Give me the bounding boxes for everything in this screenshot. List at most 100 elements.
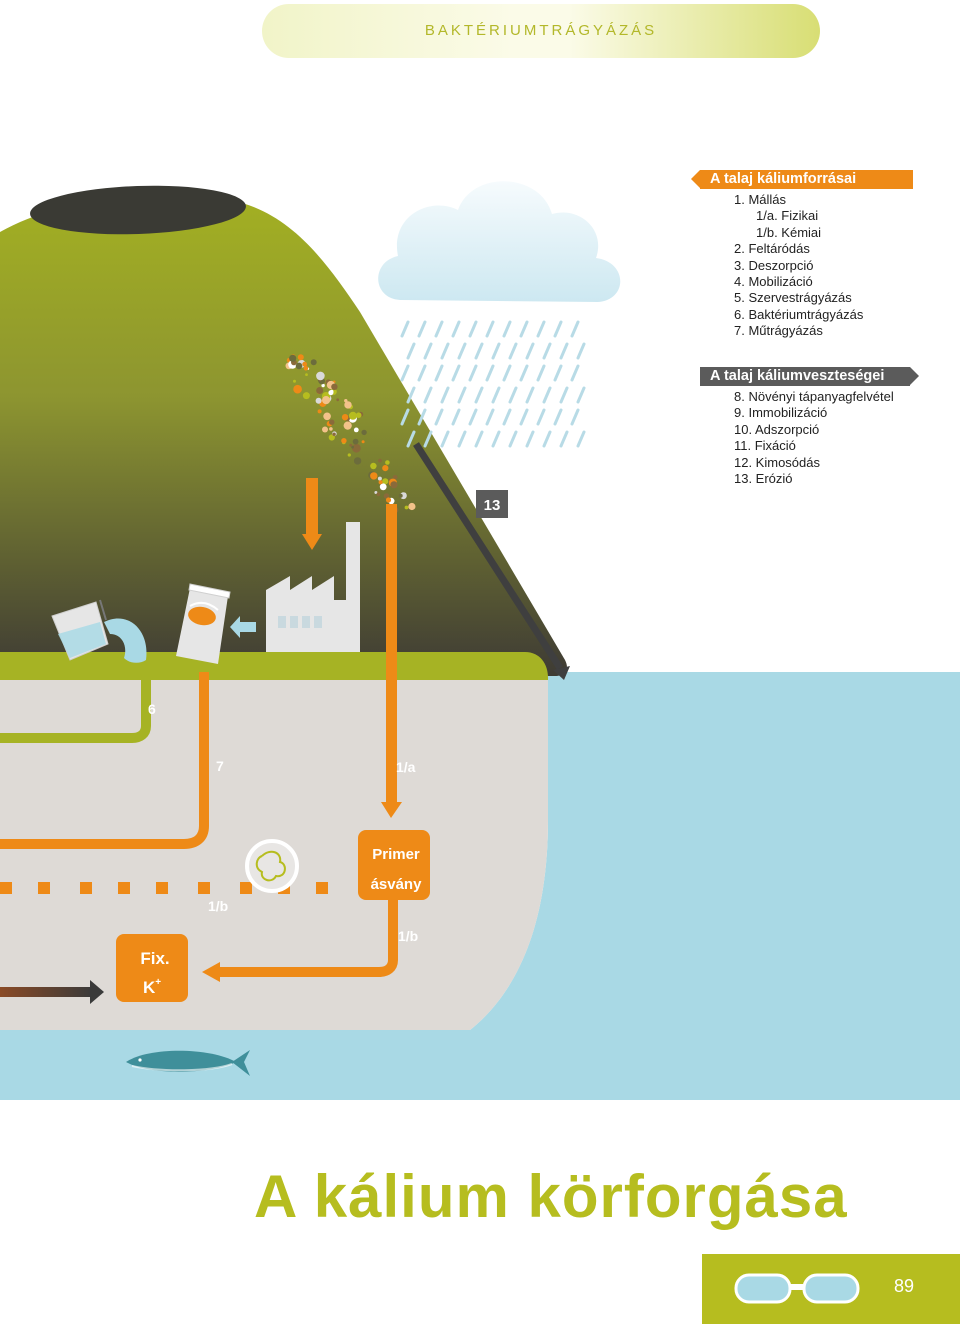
raindrop (508, 430, 518, 448)
raindrop (457, 386, 467, 404)
raindrop (559, 430, 569, 448)
raindrop (423, 386, 433, 404)
raindrop (434, 364, 444, 382)
raindrop (468, 364, 478, 382)
raindrop (474, 342, 484, 360)
fixed-k-box (116, 934, 188, 1002)
particle (329, 427, 333, 431)
erosion-arrow (413, 442, 570, 680)
bacteria-bucket-icon (51, 599, 147, 663)
chemical-weathering-path (218, 900, 398, 977)
raindrop (576, 430, 586, 448)
chemical-weathering-arrowhead (202, 962, 220, 982)
particle (293, 379, 296, 383)
fertilizer-path (0, 672, 209, 849)
factory (266, 522, 360, 652)
fixed-k-label-1: Fix. (140, 949, 169, 968)
particle (331, 383, 338, 390)
raindrop (570, 408, 580, 426)
primary-mineral-box (358, 830, 430, 900)
particle (408, 502, 416, 511)
raindrop (406, 430, 416, 448)
raindrop (485, 408, 495, 426)
particle (344, 401, 352, 409)
raindrop (423, 430, 433, 448)
dash-segment (198, 882, 210, 894)
raindrop (485, 320, 495, 338)
raindrop (525, 342, 535, 360)
particle (347, 453, 351, 457)
list-item: 3. Deszorpció (734, 257, 814, 273)
particle (315, 397, 322, 404)
weathering-arrowhead (381, 802, 402, 818)
particle (289, 354, 297, 362)
particle (328, 434, 335, 441)
raindrop (434, 408, 444, 426)
raindrop (508, 386, 518, 404)
dash-segment (316, 882, 328, 894)
particle (341, 438, 347, 444)
particle (323, 412, 331, 421)
raindrop (570, 364, 580, 382)
list-item: 13. Erózió (734, 470, 793, 486)
raindrop (417, 320, 427, 338)
particle (390, 481, 398, 489)
fixation-arrowhead (90, 980, 104, 1004)
header-banner: BAKTÉRIUMTRÁGYÁZÁS (262, 4, 820, 58)
particle (370, 472, 378, 480)
particle (295, 362, 303, 370)
raindrop (570, 320, 580, 338)
dash-segment (38, 882, 50, 894)
losses-list: 8. Növényi tápanyagfelvétel 9. Immobiliz… (700, 389, 910, 487)
bacteria-path (0, 680, 151, 743)
raindrop (502, 364, 512, 382)
particle (361, 429, 367, 436)
dash-segment (0, 882, 12, 894)
raindrop (406, 342, 416, 360)
label-1b-left: 1/b (208, 898, 228, 914)
raindrop (451, 320, 461, 338)
raindrop (474, 430, 484, 448)
raindrop (485, 364, 495, 382)
sources-heading: A talaj káliumforrásai (691, 170, 913, 189)
dashed-line (0, 882, 328, 894)
particle (385, 497, 392, 503)
particle (348, 411, 357, 420)
organic-particles (285, 354, 416, 514)
raindrop (440, 342, 450, 360)
particle (336, 398, 340, 402)
raindrop (508, 342, 518, 360)
fish-icon (126, 1050, 250, 1076)
list-item: 9. Immobilizáció (734, 405, 828, 421)
raindrop (519, 408, 529, 426)
raindrop (468, 320, 478, 338)
primary-mineral-label-1: Primer (372, 846, 420, 863)
losses-heading: A talaj káliumveszteségei (700, 367, 919, 386)
particle (322, 396, 331, 405)
particle (361, 440, 365, 444)
particle (302, 361, 308, 367)
raindrop (451, 364, 461, 382)
particle (377, 476, 382, 481)
weathering-path (386, 504, 397, 804)
cloud (378, 181, 621, 302)
raindrop (525, 430, 535, 448)
raindrop (559, 386, 569, 404)
rain (400, 320, 586, 448)
particle (351, 445, 354, 449)
particle (352, 443, 361, 453)
raindrop (468, 408, 478, 426)
dash-segment (118, 882, 130, 894)
badge-13 (476, 490, 508, 518)
particle (392, 475, 398, 480)
particle (305, 373, 308, 376)
page-number: 89 (893, 1276, 914, 1296)
particle (404, 505, 409, 510)
raindrop (536, 408, 546, 426)
fixation-arrow-stem (0, 987, 92, 997)
label-1a: 1/a (396, 759, 416, 775)
raindrop (491, 386, 501, 404)
microbe-circle-icon (245, 839, 299, 893)
raindrop (536, 364, 546, 382)
particle (302, 392, 310, 400)
